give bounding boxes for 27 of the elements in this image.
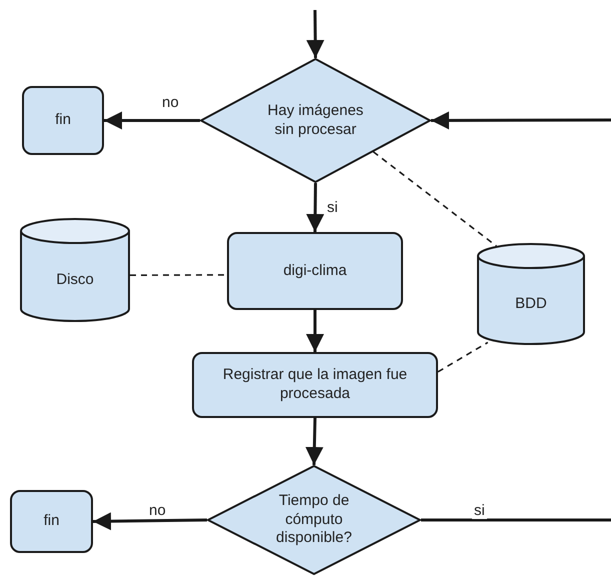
arrow — [104, 112, 200, 130]
arrow — [431, 111, 611, 130]
process-box — [192, 352, 438, 418]
arrow — [305, 418, 324, 466]
node-label: Tiempo de cómputo disponible? — [275, 492, 353, 548]
dashed-connector — [438, 342, 488, 372]
arrow — [306, 182, 324, 232]
dashed-connector — [372, 151, 497, 247]
database-cylinder — [477, 243, 585, 345]
dashed-connector — [130, 274, 227, 276]
node-label: Registrar que la imagen fue procesada — [222, 366, 408, 404]
node-label: fin — [54, 111, 72, 130]
process-box — [227, 232, 403, 310]
node-label: fin — [42, 512, 60, 531]
node-label: Hay imágenes sin procesar — [266, 102, 364, 140]
node-label: digi-clima — [282, 262, 348, 280]
node-label: BDD — [514, 294, 548, 314]
edge-label: si — [472, 502, 487, 519]
node-label: Disco — [55, 270, 95, 290]
process-box — [10, 490, 93, 553]
process-box — [22, 86, 104, 155]
database-cylinder — [20, 218, 130, 322]
arrow — [92, 512, 208, 530]
arrow — [306, 310, 324, 352]
decision-diamond — [207, 465, 421, 575]
arrow — [306, 10, 324, 58]
decision-diamond — [200, 58, 431, 183]
